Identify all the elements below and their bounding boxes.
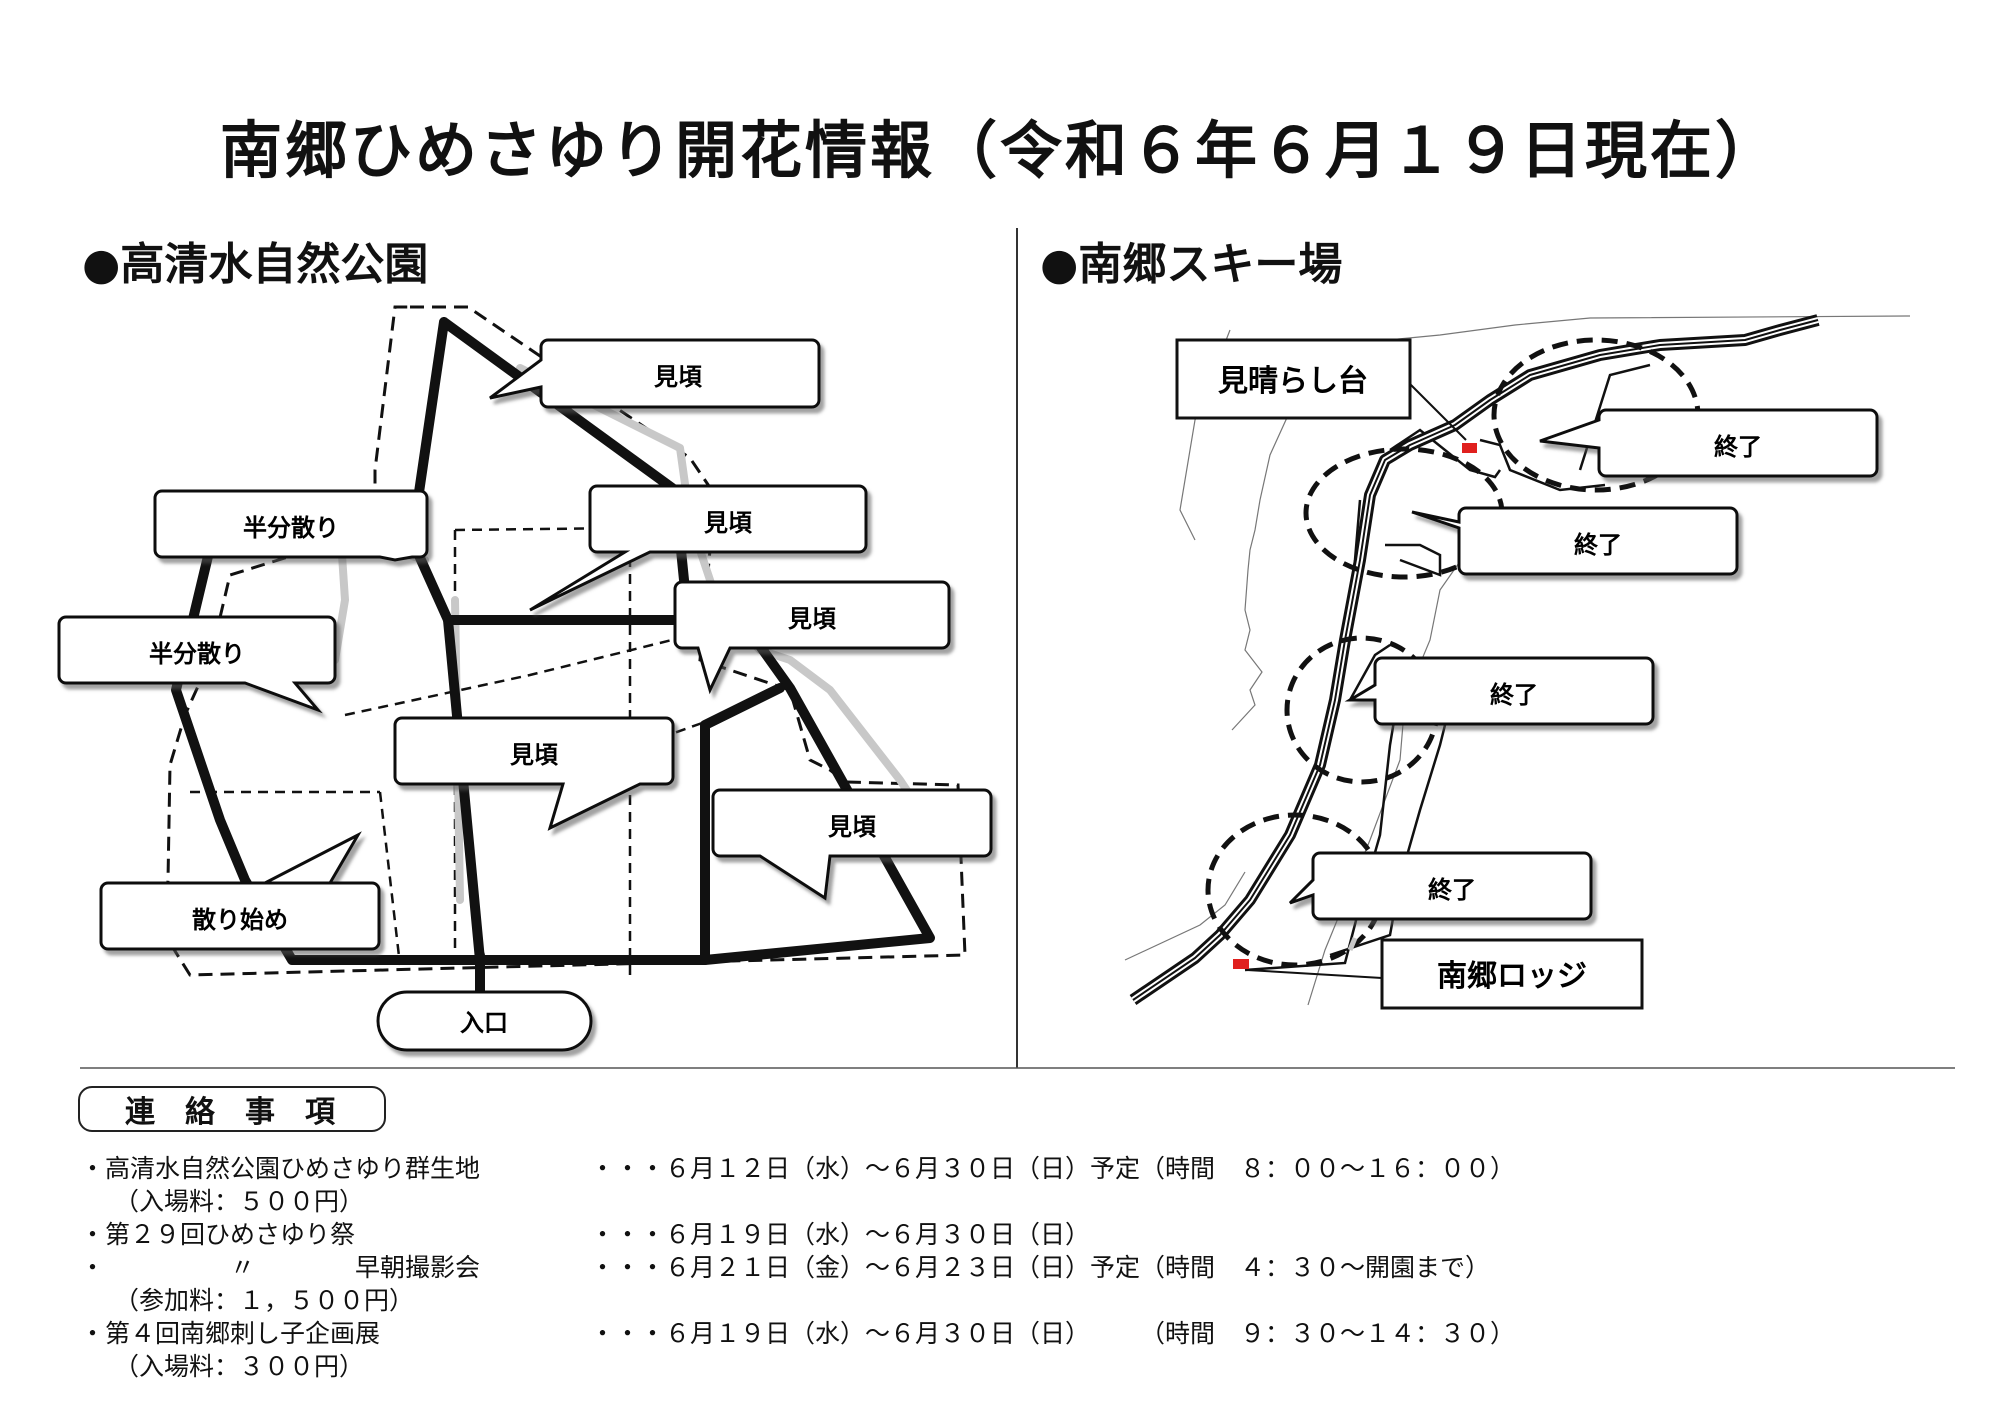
entrance-label-text: 入口 (460, 1009, 508, 1037)
callout-right-3: 終了 (1344, 656, 1655, 726)
lodge-label-text: 南郷ロッジ (1437, 959, 1587, 994)
callout-left-7: 見頃 (711, 788, 993, 901)
notes-row-fee: （入場料：３００円） (114, 1352, 365, 1381)
notes-row-item: ・第２９回ひめさゆり祭 (80, 1220, 356, 1249)
notes-row-fee: （参加料：１，５００円） (114, 1286, 415, 1315)
callout-right-2-label: 終了 (1574, 531, 1622, 559)
notes-row-period: ・・・６月２１日（金）～６月２３日（日）予定（時間 ４：３０～開園まで） (590, 1253, 1491, 1282)
lookout-label-text: 見晴らし台 (1218, 364, 1368, 399)
lookout-leader (1409, 383, 1467, 441)
callout-right-3-label: 終了 (1490, 681, 1538, 709)
callout-left-4: 見頃 (673, 580, 951, 695)
notes-row-period: ・・・６月１２日（水）～６月３０日（日）予定（時間 ８：００～１６：００） (590, 1154, 1516, 1183)
callout-left-3-label: 見頃 (704, 509, 753, 537)
callout-left-8: 散り始め (99, 831, 381, 951)
notes-row-item: ・第４回南郷刺し子企画展 (80, 1319, 381, 1348)
callout-left-4-label: 見頃 (788, 605, 837, 633)
callout-left-1-label: 見頃 (654, 363, 703, 391)
callout-left-2: 半分散り (153, 489, 429, 562)
callout-left-5-label: 半分散り (149, 640, 245, 668)
callout-right-4-label: 終了 (1428, 876, 1476, 904)
lodge-leader (1246, 969, 1383, 979)
notes-row-item: ・高清水自然公園ひめさゆり群生地 (80, 1154, 481, 1183)
notes-badge: 連絡事項 (78, 1086, 386, 1132)
callout-left-2-label: 半分散り (243, 514, 339, 542)
lookout-label: 見晴らし台 (1175, 338, 1412, 420)
notes-row-item: ・ 〃 早朝撮影会 (80, 1253, 481, 1282)
callout-left-3: 見頃 (529, 484, 868, 612)
callout-right-4: 終了 (1288, 851, 1593, 921)
callout-left-5: 半分散り (57, 615, 337, 714)
lookout-marker (1462, 443, 1477, 453)
notes-row-fee: （入場料：５００円） (114, 1187, 365, 1216)
lodge-label: 南郷ロッジ (1380, 938, 1644, 1010)
callout-right-1-label: 終了 (1714, 433, 1762, 461)
callout-left-1: 見頃 (489, 338, 821, 409)
entrance-label: 入口 (376, 990, 593, 1052)
callout-right-2: 終了 (1411, 506, 1739, 576)
callout-right-1: 終了 (1539, 408, 1879, 478)
page-title: 南郷ひめさゆり開花情報（令和６年６月１９日現在） (219, 114, 1780, 187)
notes-row-period: ・・・６月１９日（水）～６月３０日（日） (590, 1220, 1091, 1249)
callout-left-6: 見頃 (393, 716, 675, 831)
callout-left-7-label: 見頃 (828, 813, 877, 841)
notes-row-period: ・・・６月１９日（水）～６月３０日（日） （時間 ９：３０～１４：３０） (590, 1319, 1516, 1348)
left-map-heading: ●高清水自然公園 (82, 239, 429, 290)
callout-left-8-label: 散り始め (192, 906, 288, 934)
callout-left-6-label: 見頃 (510, 741, 559, 769)
lodge-marker (1233, 959, 1249, 969)
right-map-heading: ●南郷スキー場 (1040, 239, 1343, 290)
